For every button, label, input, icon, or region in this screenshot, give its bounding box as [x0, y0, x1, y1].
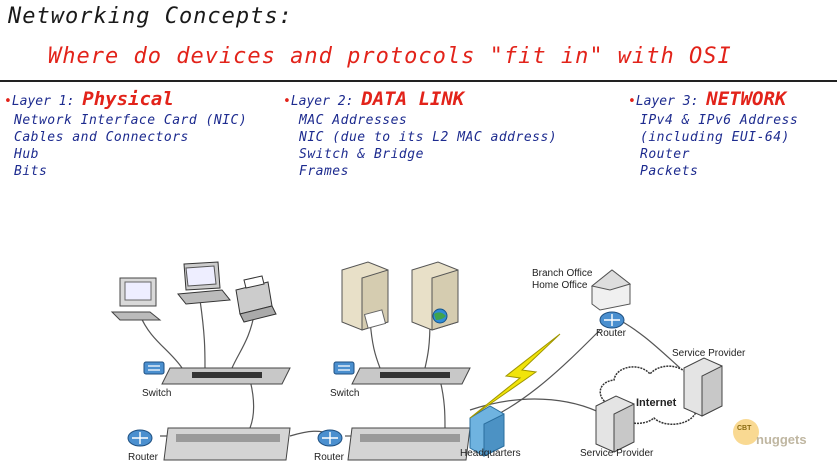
layer-3-heading: •Layer 3: NETWORK: [628, 88, 798, 110]
wan-link-lightning-icon: [469, 333, 561, 419]
bullet-icon: •: [628, 94, 636, 109]
switch-left-label: Switch: [142, 388, 171, 399]
router-chassis-mid: [347, 427, 471, 461]
layer-2-item: MAC Addresses: [299, 113, 408, 128]
layer-3-column: •Layer 3: NETWORK IPv4 & IPv6 Address (i…: [628, 88, 798, 180]
logo-top-text: CBT: [737, 425, 752, 432]
headquarters-building-icon: [469, 405, 505, 457]
branch-office-label: Branch Office: [532, 268, 593, 279]
router-icon: [127, 429, 153, 447]
printer-icon: [235, 275, 277, 323]
network-diagram: Switch Switch Router Router Headquarters…: [110, 261, 746, 463]
service-provider-bottom-label: Service Provider: [580, 448, 654, 459]
layer-1-item: Bits: [14, 164, 48, 179]
layer-1-item: Network Interface Card (NIC): [14, 113, 248, 128]
layer-2-item: Frames: [299, 164, 349, 179]
router-icon: [317, 429, 343, 447]
slide-subtitle: Where do devices and protocols "fit in" …: [48, 44, 732, 69]
layer-3-name: NETWORK: [706, 88, 787, 110]
headquarters-label: Headquarters: [460, 448, 521, 459]
layer-1-name: Physical: [82, 88, 174, 110]
switch-icon: [333, 361, 355, 375]
router-left-label: Router: [128, 452, 159, 463]
layer-3-item: Packets: [640, 164, 699, 179]
slide-title: Networking Concepts:: [8, 4, 293, 29]
layer-2-item: NIC (due to its L2 MAC address): [299, 130, 558, 145]
router-icon: [599, 311, 625, 329]
service-provider-building-icon: [595, 395, 635, 453]
layer-2-prefix: Layer 2:: [290, 94, 354, 109]
switch-icon: [143, 361, 165, 375]
layer-1-prefix: Layer 1:: [11, 94, 75, 109]
service-provider-top-label: Service Provider: [672, 348, 746, 359]
home-office-label: Home Office: [532, 280, 588, 291]
bullet-icon: •: [283, 94, 291, 109]
layer-3-item: IPv4 & IPv6 Address: [640, 113, 799, 128]
logo-bottom-text: nuggets: [756, 432, 807, 447]
layer-2-name: DATA LINK: [361, 88, 465, 110]
divider-line: [0, 80, 837, 82]
layer-1-item: Hub: [14, 147, 39, 162]
internet-label: Internet: [636, 397, 677, 409]
server-globe-icon: [411, 261, 459, 331]
layer-2-item: Switch & Bridge: [299, 147, 424, 162]
switch-chassis-mid: [351, 367, 471, 385]
layer-1-item: Cables and Connectors: [14, 130, 189, 145]
bullet-icon: •: [4, 94, 12, 109]
layer-1-column: •Layer 1: Physical Network Interface Car…: [4, 88, 247, 180]
service-provider-building-icon: [683, 357, 723, 417]
layer-2-column: •Layer 2: DATA LINK MAC Addresses NIC (d…: [283, 88, 557, 180]
router-branch-label: Router: [596, 328, 627, 339]
switch-chassis-left: [161, 367, 291, 385]
layer-3-item: (including EUI-64): [640, 130, 790, 145]
layer-2-heading: •Layer 2: DATA LINK: [283, 88, 557, 110]
switch-mid-label: Switch: [330, 388, 359, 399]
layer-1-heading: •Layer 1: Physical: [4, 88, 247, 110]
desktop-pc-icon: [110, 277, 162, 321]
laptop-icon: [177, 261, 231, 305]
layer-3-item: Router: [640, 147, 690, 162]
branch-office-house-icon: [590, 269, 632, 311]
router-mid-label: Router: [314, 452, 345, 463]
cbt-nuggets-logo: CBT nuggets: [733, 419, 807, 447]
layer-3-prefix: Layer 3:: [635, 94, 699, 109]
router-chassis-left: [163, 427, 291, 461]
server-icon: [341, 261, 389, 331]
